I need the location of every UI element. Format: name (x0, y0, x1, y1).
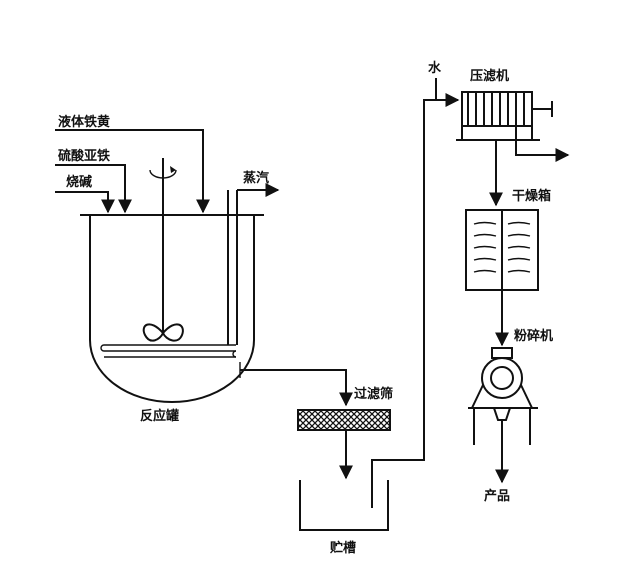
label-ferrous-sulfate: 硫酸亚铁 (58, 148, 110, 164)
filter-screen (297, 409, 391, 431)
label-reactor: 反应罐 (140, 408, 179, 424)
label-storage-tank: 贮槽 (329, 540, 356, 556)
pipe-reactor-to-filter (239, 362, 353, 407)
label-crusher: 粉碎机 (514, 328, 553, 344)
feed-line-caustic-soda (55, 191, 115, 214)
pipe-tank-to-press (371, 93, 460, 508)
feed-line-liquid-iron-yellow (55, 129, 210, 214)
crusher (468, 347, 538, 445)
steam-pipe (227, 183, 280, 345)
label-liquid-iron-yellow: 液体铁黄 (58, 114, 110, 130)
label-water: 水 (428, 60, 442, 76)
label-steam: 蒸汽 (243, 170, 269, 186)
feed-line-ferrous-sulfate (55, 164, 132, 214)
label-caustic-soda: 烧碱 (66, 174, 92, 190)
label-drying-oven: 干燥箱 (512, 188, 551, 204)
label-filter-screen: 过滤筛 (354, 386, 393, 402)
storage-tank (299, 480, 389, 531)
drying-oven (465, 209, 539, 291)
filter-press (456, 91, 570, 162)
label-product: 产品 (484, 488, 510, 504)
reactor-vessel (80, 214, 264, 403)
agitator (142, 158, 184, 342)
label-filter-press: 压滤机 (470, 68, 509, 84)
heating-coil (100, 344, 237, 358)
